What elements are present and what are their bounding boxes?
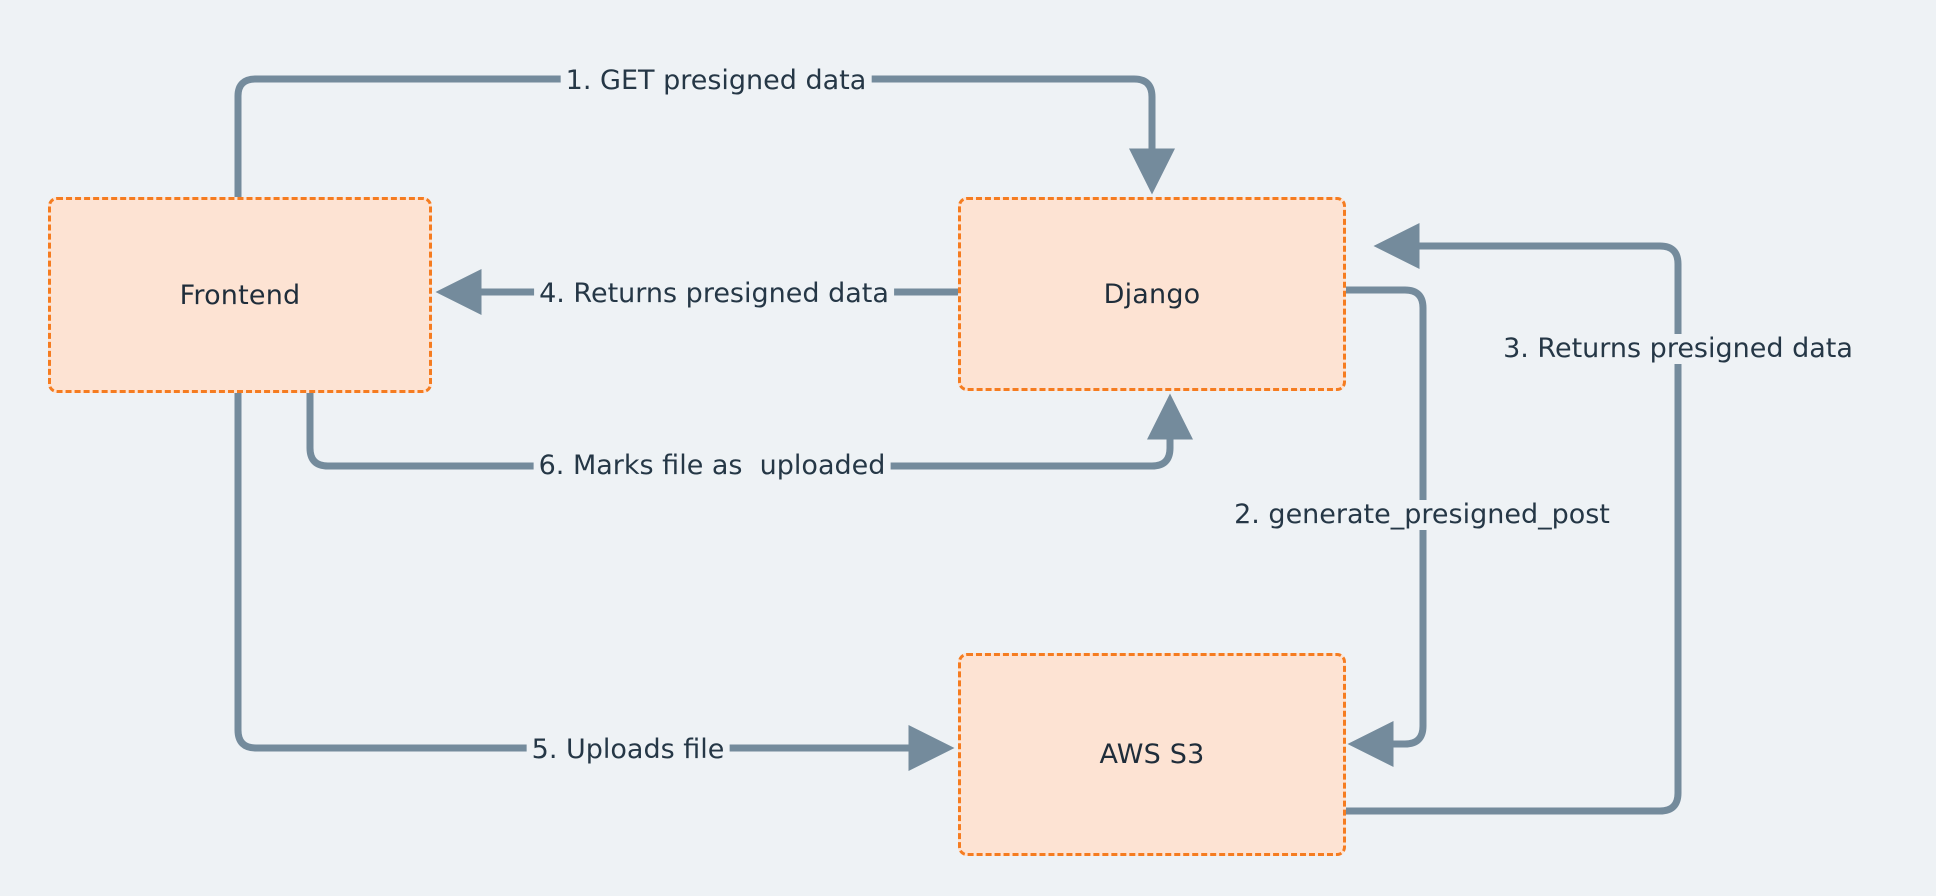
- edge-label-1: 1. GET presigned data: [560, 66, 872, 96]
- node-aws-s3-label: AWS S3: [1099, 739, 1205, 770]
- edge-5-path: [234, 388, 955, 772]
- edge-label-4: 4. Returns presigned data: [534, 279, 894, 309]
- edge-label-3: 3. Returns presigned data: [1498, 334, 1858, 364]
- edge-label-2: 2. generate_presigned_post: [1229, 500, 1615, 530]
- node-django-label: Django: [1103, 278, 1201, 310]
- node-django[interactable]: Django: [958, 197, 1346, 391]
- node-aws-s3[interactable]: AWS S3: [958, 653, 1346, 856]
- edge-label-6: 6. Marks file as uploaded: [533, 451, 891, 481]
- node-frontend-label: Frontend: [179, 279, 301, 311]
- edge-3-path: [1341, 222, 1682, 815]
- edge-1-path: [234, 75, 1176, 201]
- node-frontend[interactable]: Frontend: [48, 197, 432, 393]
- edge-label-5: 5. Uploads file: [526, 735, 730, 765]
